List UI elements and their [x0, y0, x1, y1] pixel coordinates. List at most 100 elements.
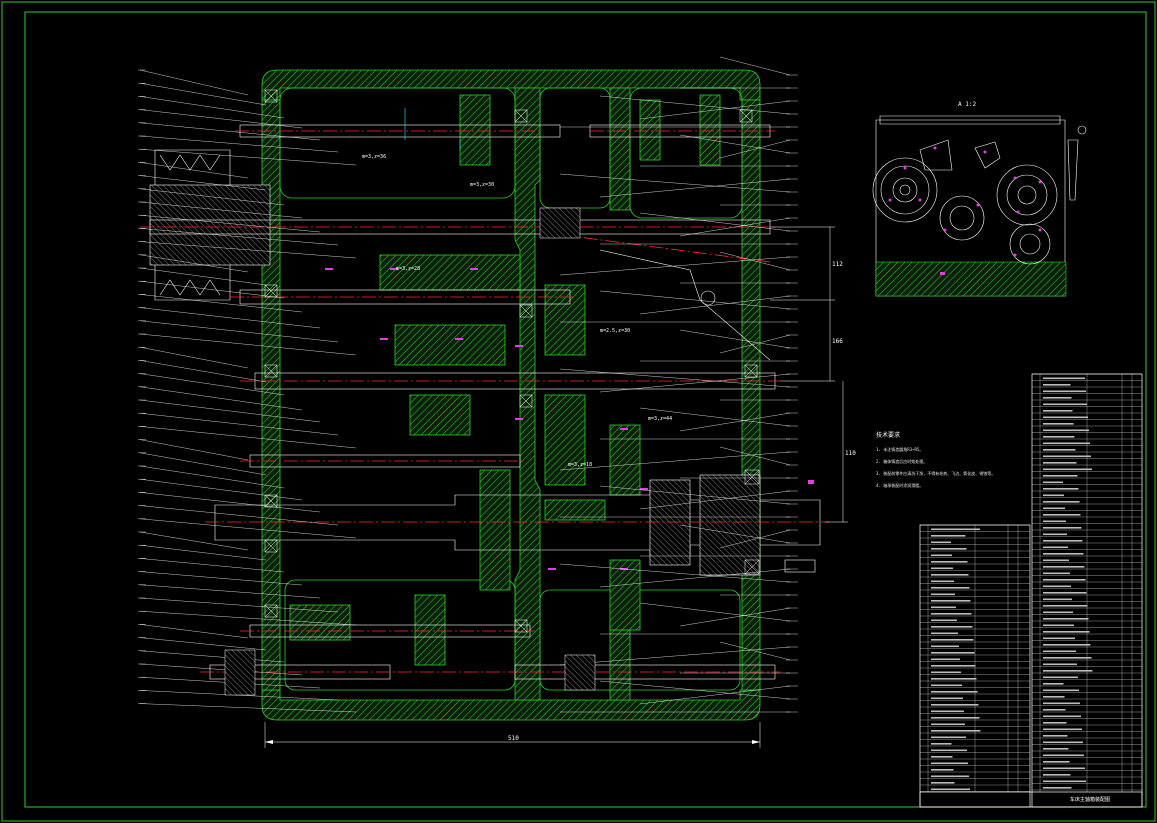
parts-cell-text-mark	[1043, 683, 1064, 685]
leader-line	[139, 518, 357, 539]
leader-line	[139, 452, 267, 476]
gear-callout-1: m=3,z=36	[362, 154, 386, 160]
gear-callout-3: m=3,z=28	[396, 266, 420, 272]
leader-line	[139, 492, 321, 513]
parts-cell-text-mark	[931, 736, 966, 739]
parts-cell-text-mark	[931, 743, 952, 745]
parts-cell-text-mark	[1043, 754, 1084, 757]
leader-line	[719, 56, 791, 76]
leader-line	[139, 703, 357, 713]
parts-cell-text-mark	[931, 587, 970, 589]
parts-cell-text-mark	[931, 606, 956, 609]
parts-cell-text-mark	[931, 626, 973, 628]
leader-line	[139, 624, 249, 639]
left-leaders	[138, 69, 357, 713]
parts-cell-text-mark	[931, 691, 978, 693]
parts-cell-text-mark	[1043, 657, 1092, 659]
parts-cell-text-mark	[1043, 722, 1067, 724]
parts-cell-text-mark	[931, 548, 967, 550]
parts-cell-text-mark	[1043, 585, 1071, 588]
parts-cell-text-mark	[1043, 579, 1086, 581]
right-dimension-3: 110	[845, 450, 856, 457]
parts-cell-text-mark	[1043, 442, 1090, 445]
parts-cell-text-mark	[1043, 384, 1071, 386]
parts-cell-text-mark	[1043, 709, 1066, 711]
parts-cell-text-mark	[1043, 598, 1072, 601]
parts-cell-text-mark	[1043, 644, 1091, 646]
leader-line	[139, 360, 267, 383]
parts-cell-text-mark	[931, 574, 969, 576]
parts-cell-text-mark	[931, 600, 971, 602]
gear-block-10	[609, 559, 641, 631]
parts-cell-text-mark	[1043, 507, 1065, 510]
spindle-front-bearing	[649, 479, 691, 566]
parts-cell-text-mark	[931, 762, 968, 765]
leader-line	[139, 650, 285, 663]
leader-line	[139, 69, 249, 96]
leader-line	[639, 100, 791, 120]
tech-requirements-title: 技术要求	[876, 431, 900, 439]
leader-line	[559, 173, 791, 193]
tech-requirement-1: 1. 未注铸造圆角R3~R5。	[876, 446, 923, 452]
parts-cell-text-mark	[1043, 787, 1072, 789]
title-block-title: 车床主轴箱装配图	[1070, 796, 1110, 803]
leader-line	[599, 373, 791, 393]
parts-cell-text-mark	[931, 684, 962, 687]
leader-line	[599, 680, 791, 700]
parts-cell-text-mark	[1043, 527, 1082, 529]
parts-list: 车床主轴箱装配图	[919, 373, 1143, 808]
housing-top-wall	[261, 69, 761, 101]
parts-cell-text-mark	[1043, 774, 1071, 776]
housing-partition	[514, 87, 541, 701]
parts-cell-text-mark	[1043, 767, 1085, 770]
parts-cell-text-mark	[1043, 676, 1078, 679]
input-pulley	[149, 149, 271, 301]
leader-line	[639, 407, 791, 427]
gear-block-8	[544, 394, 586, 486]
leader-line	[139, 320, 339, 343]
leader-line	[139, 175, 267, 191]
leader-line	[139, 505, 339, 526]
parts-cell-text-mark	[931, 749, 967, 752]
leader-line	[139, 294, 303, 313]
parts-cell-text-mark	[1043, 761, 1070, 763]
leader-line	[599, 290, 791, 310]
leader-line	[139, 201, 303, 219]
parts-cell-text-mark	[931, 541, 951, 544]
section-a-label: A 1:2	[958, 101, 976, 108]
right-dimension-1: 112	[832, 261, 843, 268]
parts-cell-text-mark	[931, 567, 953, 570]
leader-line	[559, 563, 791, 583]
leader-line	[599, 568, 791, 588]
parts-cell-text-mark	[931, 613, 972, 615]
leader-line	[139, 558, 285, 573]
right-dimensions: 112 166 110	[770, 226, 856, 523]
gear-block-5	[394, 324, 506, 366]
gear-callout-2: m=3,z=30	[470, 182, 494, 188]
parts-cell-text-mark	[1043, 735, 1068, 737]
housing-bottom-wall	[261, 689, 761, 721]
parts-cell-text-mark	[931, 710, 964, 713]
gear-block-2	[699, 94, 721, 166]
leader-line	[139, 96, 285, 119]
gear-block-9	[609, 424, 641, 496]
leader-line	[139, 545, 267, 561]
section-a-view: A 1:2	[872, 101, 1087, 297]
main-spindle	[214, 489, 821, 556]
leader-line	[139, 386, 303, 411]
parts-cell-text-mark	[931, 528, 980, 531]
leader-line	[679, 607, 791, 627]
spindle-nose	[699, 474, 761, 576]
gear-callout-4: m=2.5,z=30	[600, 328, 630, 334]
leader-line	[559, 368, 791, 388]
leader-line	[139, 109, 303, 129]
parts-cell-text-mark	[1043, 455, 1091, 458]
parts-cell-text-mark	[1043, 488, 1079, 490]
leader-line	[139, 333, 357, 356]
parts-cell-text-mark	[1043, 514, 1081, 516]
parts-cell-text-mark	[1043, 553, 1084, 555]
leader-line	[639, 602, 791, 622]
parts-cell-text-mark	[931, 775, 969, 778]
parts-cell-text-mark	[1043, 670, 1093, 672]
gear-block-12	[414, 594, 446, 666]
